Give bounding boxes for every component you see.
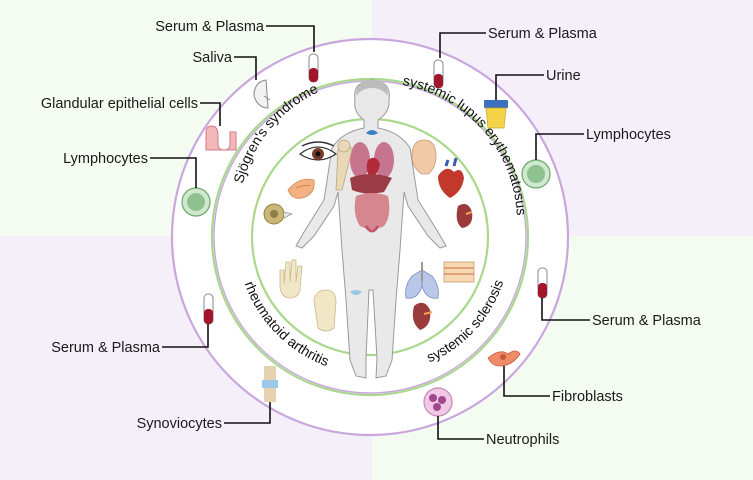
leader-neutrophils — [437, 416, 484, 440]
lymphocyte-icon — [181, 187, 211, 217]
kidney-icon-sle — [456, 204, 473, 228]
label-neutrophils: Neutrophils — [486, 432, 559, 448]
fibroblast-icon — [487, 350, 521, 367]
blood-tube-icon — [433, 59, 444, 89]
synoviocyte-joint-icon — [262, 366, 278, 402]
leader-fibroblasts — [503, 366, 550, 397]
body-liver-icon — [350, 174, 392, 194]
leader-ssc-serum — [541, 298, 590, 321]
lungs-icon — [405, 262, 439, 299]
skin-icon — [443, 261, 475, 283]
label-glandular-epithelial-cells: Glandular epithelial cells — [41, 96, 198, 112]
label-sjogren-lymphocytes: Lymphocytes — [63, 151, 148, 167]
lymphocyte-icon — [521, 159, 551, 189]
eye-icon — [298, 141, 338, 161]
body-thyroid-icon — [366, 130, 378, 135]
label-sle-lymphocytes: Lymphocytes — [586, 127, 671, 143]
gland-icon — [205, 125, 237, 151]
leader-urine — [495, 74, 544, 100]
label-sjogren-serum-plasma: Serum & Plasma — [155, 19, 265, 35]
pancreas-icon — [287, 178, 315, 199]
label-sle-serum-plasma: Serum & Plasma — [488, 26, 598, 42]
middle-ring — [210, 77, 530, 397]
head-icon — [411, 139, 437, 175]
leader-sjogren-serum — [266, 25, 315, 52]
foot-icon — [313, 289, 337, 332]
blood-tube-icon — [203, 293, 214, 325]
hand-icon — [279, 259, 303, 299]
saliva-face-icon — [253, 79, 271, 109]
leader-glandular — [200, 102, 221, 126]
leader-sle-serum — [439, 32, 486, 58]
thyroid-gland-icon — [263, 203, 294, 225]
neutrophil-icon — [423, 387, 453, 417]
leader-synoviocytes — [224, 402, 271, 424]
kidney-icon-ssc — [412, 302, 433, 330]
bone-icon — [335, 139, 353, 191]
leader-sjogren-lymph — [150, 157, 197, 188]
leader-ra-serum — [162, 324, 209, 348]
body-knee-icon — [350, 290, 362, 295]
label-fibroblasts: Fibroblasts — [552, 389, 623, 405]
body-heart-icon — [366, 157, 380, 178]
body-lungs-icon — [350, 142, 370, 178]
label-synoviocytes: Synoviocytes — [137, 416, 222, 432]
blood-tube-icon — [308, 53, 319, 83]
label-ssc-serum-plasma: Serum & Plasma — [592, 313, 702, 329]
label-urine: Urine — [546, 68, 581, 84]
label-ra-serum-plasma: Serum & Plasma — [51, 340, 161, 356]
leader-sle-lymph — [535, 133, 584, 160]
label-saliva: Saliva — [193, 50, 233, 66]
urine-cup-icon — [484, 100, 508, 129]
body-intestines-icon — [354, 193, 390, 229]
blood-tube-icon — [537, 267, 548, 299]
leader-saliva — [234, 56, 257, 80]
heart-icon — [438, 157, 464, 198]
